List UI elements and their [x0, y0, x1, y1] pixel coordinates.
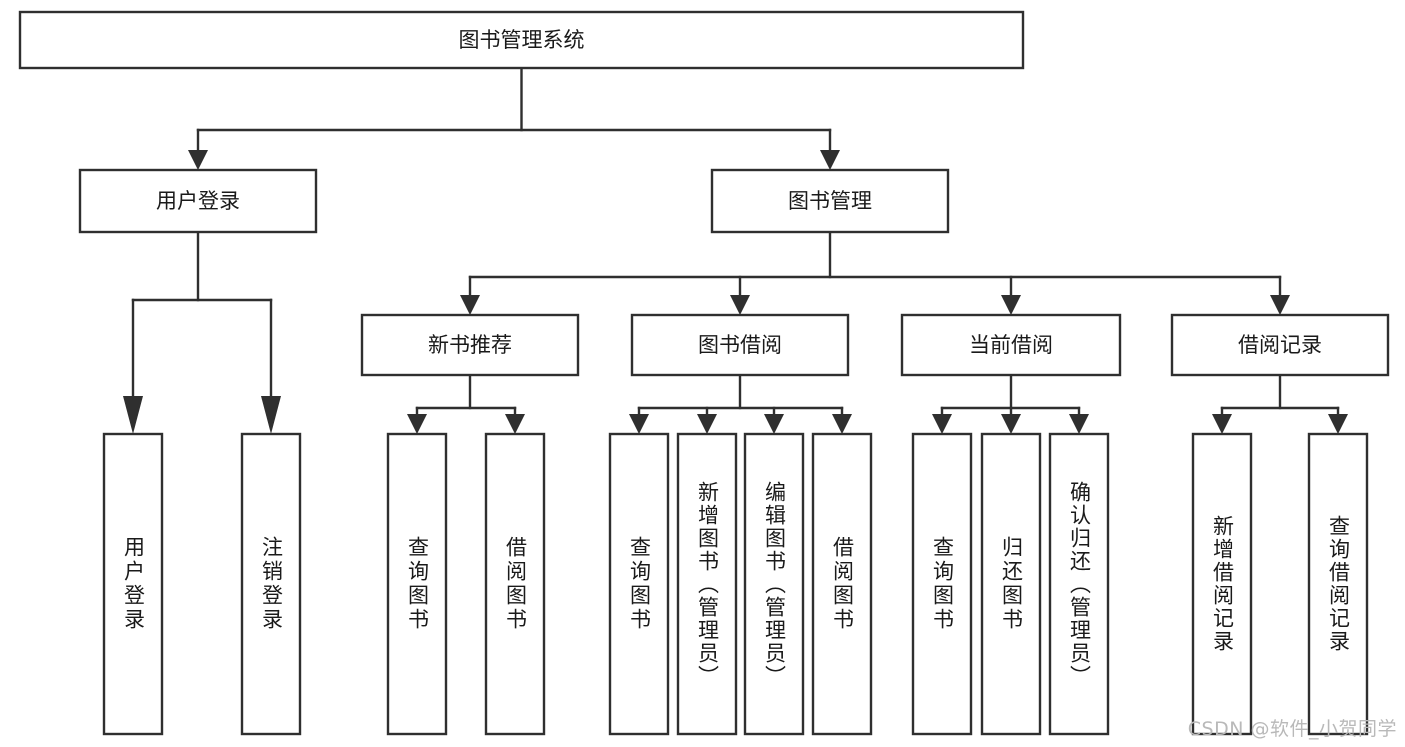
connectors-bookmgmt-to-level2	[460, 230, 1290, 315]
node-leaf-logout[interactable]	[240, 432, 302, 736]
csdn-watermark: CSDN @软件_小贺同学	[1187, 718, 1397, 740]
arrow-head-icon	[697, 414, 717, 434]
arrow-head-icon	[1001, 414, 1021, 434]
connectors-root-to-level1	[188, 66, 840, 170]
node-leaf-query-book-3[interactable]	[911, 432, 973, 736]
node-leaf-confirm-return[interactable]	[1048, 432, 1110, 736]
node-current-borrow[interactable]: 当前借阅	[900, 313, 1122, 377]
node-borrow-record-label: 借阅记录	[1238, 333, 1322, 357]
arrow-head-icon	[1270, 295, 1290, 315]
arrow-head-icon	[1069, 414, 1089, 434]
node-leaf-edit-book-admin[interactable]	[743, 432, 805, 736]
node-current-borrow-label: 当前借阅	[969, 333, 1053, 357]
node-book-borrow[interactable]: 图书借阅	[630, 313, 850, 377]
arrow-head-icon	[1212, 414, 1232, 434]
node-new-book-recommend[interactable]: 新书推荐	[360, 313, 580, 377]
arrow-head-icon	[460, 295, 480, 315]
arrow-head-icon	[764, 414, 784, 434]
arrow-head-icon	[505, 414, 525, 434]
node-leaf-query-record[interactable]	[1307, 432, 1369, 736]
arrow-head-icon	[629, 414, 649, 434]
connectors-newbook-to-leaves	[407, 373, 525, 434]
arrow-head-icon	[932, 414, 952, 434]
node-leaf-query-book-2[interactable]	[608, 432, 670, 736]
node-root-label: 图书管理系统	[459, 28, 585, 52]
connectors-borrow-to-leaves	[629, 373, 852, 434]
arrow-head-icon	[261, 396, 281, 434]
arrow-head-icon	[407, 414, 427, 434]
node-book-borrow-label: 图书借阅	[698, 333, 782, 357]
arrow-head-icon	[832, 414, 852, 434]
connectors-login-to-leaves	[123, 230, 281, 434]
node-book-management[interactable]: 图书管理	[710, 168, 950, 234]
node-leaf-return-book[interactable]	[980, 432, 1042, 736]
arrow-head-icon	[820, 150, 840, 170]
arrow-head-icon	[1001, 295, 1021, 315]
connectors-current-to-leaves	[932, 373, 1089, 434]
arrow-head-icon	[188, 150, 208, 170]
node-leaf-add-book-admin[interactable]	[676, 432, 738, 736]
arrow-head-icon	[730, 295, 750, 315]
arrow-head-icon	[123, 396, 143, 434]
node-leaf-borrow-book-1[interactable]	[484, 432, 546, 736]
leaf-box-group	[102, 432, 1369, 736]
connectors-record-to-leaves	[1212, 373, 1348, 434]
arrow-head-icon	[1328, 414, 1348, 434]
node-user-login-label: 用户登录	[156, 189, 240, 213]
node-leaf-borrow-book-2[interactable]	[811, 432, 873, 736]
node-leaf-add-record[interactable]	[1191, 432, 1253, 736]
node-root[interactable]: 图书管理系统	[18, 10, 1025, 70]
node-leaf-query-book-1[interactable]	[386, 432, 448, 736]
node-borrow-record[interactable]: 借阅记录	[1170, 313, 1390, 377]
node-new-book-recommend-label: 新书推荐	[428, 333, 512, 357]
node-leaf-user-login[interactable]	[102, 432, 164, 736]
node-user-login[interactable]: 用户登录	[78, 168, 318, 234]
node-book-management-label: 图书管理	[788, 189, 872, 213]
